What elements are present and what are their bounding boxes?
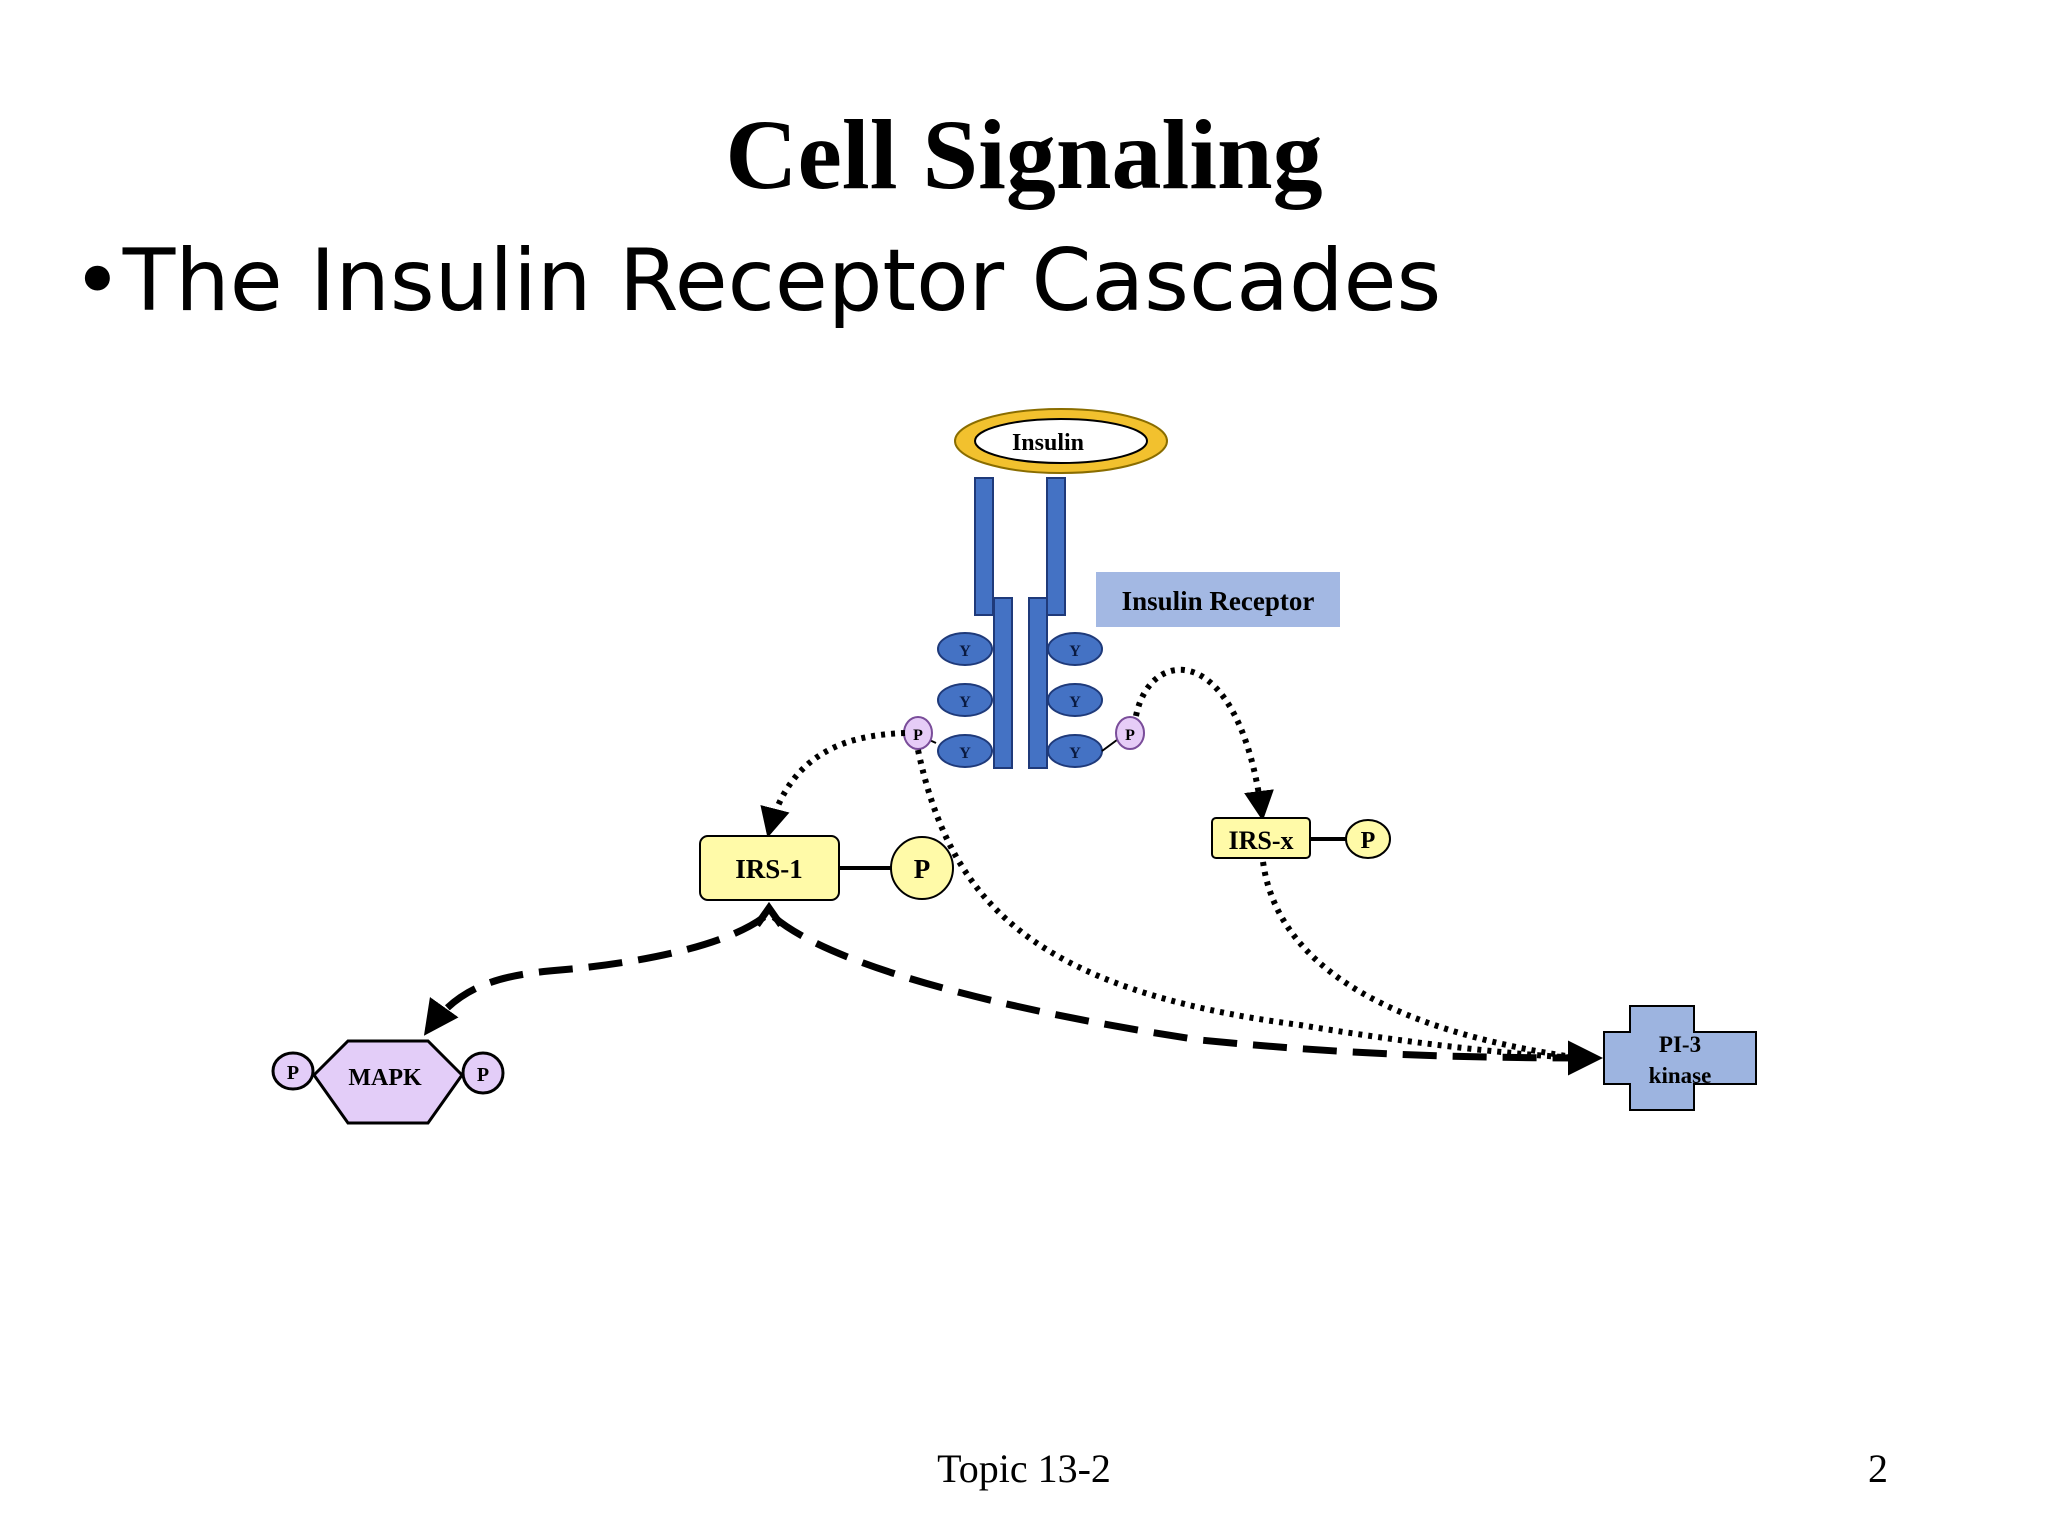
insulin-receptor: Y Y Y Y Y Y P P bbox=[903, 477, 1145, 769]
phosphate-label: P bbox=[914, 854, 931, 884]
phosphate-label: P bbox=[1361, 828, 1376, 854]
pi3k-label-line2: kinase bbox=[1649, 1063, 1712, 1088]
insulin-molecule: Insulin bbox=[954, 408, 1168, 474]
tyrosine-right-2 bbox=[1047, 683, 1103, 717]
tyrosine-label: Y bbox=[1069, 745, 1081, 762]
tyrosine-left-1 bbox=[937, 632, 993, 666]
arrow-receptor-to-irsx bbox=[1133, 666, 1274, 821]
receptor-phosphate-right bbox=[1115, 716, 1145, 750]
tyrosine-label: Y bbox=[1069, 694, 1081, 711]
insulin-label: Insulin bbox=[1012, 430, 1084, 456]
insulin-receptor-label-box: Insulin Receptor bbox=[1096, 572, 1340, 627]
insulin-receptor-label: Insulin Receptor bbox=[1122, 586, 1315, 616]
mapk-label: MAPK bbox=[348, 1065, 422, 1091]
irsx-label: IRS-x bbox=[1228, 826, 1293, 855]
pi3k-group: PI-3 kinase bbox=[1603, 1005, 1757, 1111]
mapk-group: MAPK P P bbox=[271, 1039, 505, 1125]
irs1-label: IRS-1 bbox=[735, 854, 803, 884]
tyrosine-label: Y bbox=[959, 745, 971, 762]
phosphate-label: P bbox=[477, 1064, 489, 1086]
arrow-receptor-to-pi3k bbox=[915, 749, 1581, 1061]
irs1-group: IRS-1 P bbox=[699, 835, 954, 901]
tyrosine-left-2 bbox=[937, 683, 993, 717]
arrow-receptor-to-irs1 bbox=[760, 730, 906, 838]
tyrosine-right-1 bbox=[1047, 632, 1103, 666]
tyrosine-label: Y bbox=[959, 694, 971, 711]
irsx-group: IRS-x P bbox=[1211, 817, 1391, 859]
tyrosine-left-3 bbox=[937, 734, 993, 768]
arrow-irs1-to-pi3k bbox=[771, 914, 1603, 1076]
arrow-irs1-to-mapk bbox=[423, 914, 767, 1036]
irs1-phosphate bbox=[890, 836, 954, 900]
phosphate-label: P bbox=[913, 727, 923, 744]
slide-bullet: •The Insulin Receptor Cascades bbox=[72, 231, 1442, 331]
arrow-irsx-to-pi3k bbox=[1259, 851, 1581, 1061]
pi3k-label-line1: PI-3 bbox=[1659, 1032, 1701, 1057]
mapk-phosphate-left bbox=[271, 1051, 315, 1091]
footer-topic: Topic 13-2 bbox=[937, 1446, 1111, 1491]
mapk-phosphate-right bbox=[461, 1051, 505, 1095]
tyrosine-label: Y bbox=[1069, 643, 1081, 660]
phosphate-label: P bbox=[1125, 727, 1135, 744]
tyrosine-label: Y bbox=[959, 643, 971, 660]
irsx-phosphate bbox=[1345, 819, 1391, 859]
slide-title: Cell Signaling bbox=[725, 99, 1323, 210]
page-number: 2 bbox=[1868, 1446, 1888, 1491]
phosphate-label: P bbox=[287, 1062, 299, 1084]
pi3k-cross-shape bbox=[1603, 1005, 1757, 1111]
receptor-alpha-left bbox=[974, 477, 994, 616]
receptor-beta-left bbox=[993, 597, 1013, 769]
receptor-alpha-right bbox=[1046, 477, 1066, 616]
receptor-beta-right bbox=[1028, 597, 1048, 769]
